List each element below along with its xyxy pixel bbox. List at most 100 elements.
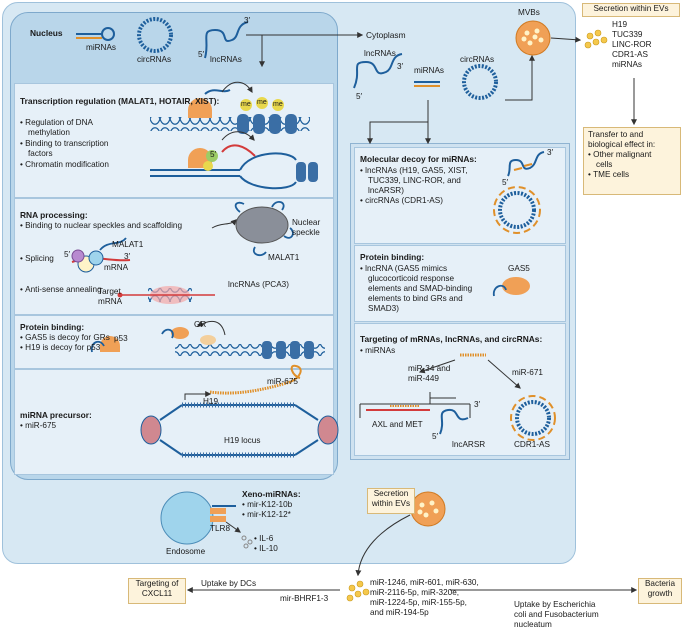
il6-label: IL-6 — [254, 534, 273, 544]
splicing-three-prime: 3′ — [124, 252, 131, 261]
panel-mirna-precursor — [14, 369, 334, 475]
rna-processing-bullet-2: Splicing — [20, 254, 54, 264]
mirna-precursor-title: miRNA precursor: — [20, 410, 92, 420]
endosome-icon — [160, 491, 214, 545]
transcription-bullet-1: Regulation of DNA — [20, 118, 93, 128]
pca3-label: lncRNAs (PCA3) — [228, 280, 289, 289]
nuclear-speckle-label-2: speckle — [292, 228, 320, 237]
cyto-protein-line-5: SMAD3) — [368, 304, 399, 313]
bottom-ev-cluster-icon — [346, 580, 370, 602]
transcription-bullet-2b: factors — [28, 149, 53, 158]
transfer-title-2: biological effect in: — [588, 140, 656, 149]
mir34-label-2: miR-449 — [408, 374, 439, 383]
malat1-label-speckle: MALAT1 — [268, 253, 300, 262]
cyto-lncrna-icon — [353, 53, 403, 89]
target-mrna-label-1: Target — [98, 287, 121, 296]
cyto-legend-three-prime: 3′ — [397, 62, 404, 71]
cyto-circrna-icon — [462, 64, 498, 100]
mvb-vesicle-icon — [515, 20, 551, 56]
p53-label: p53 — [114, 334, 128, 343]
me-label-1: me — [241, 101, 251, 108]
decoy-bullet-1b: TUC339, LINC-ROR, and — [368, 176, 461, 185]
transcription-graphics — [150, 81, 318, 190]
targeting-three-prime: 3′ — [474, 400, 481, 409]
nuclear-speckle-icon — [235, 206, 289, 244]
cdr1as-label: CDR1-AS — [514, 440, 550, 449]
targeting-bullet: miRNAs — [360, 346, 395, 356]
xeno-title: Xeno-miRNAs: — [242, 489, 301, 499]
targeting-title: Targeting of mRNAs, lncRNAs, and circRNA… — [360, 334, 543, 344]
decoy-title: Molecular decoy for miRNAs: — [360, 154, 477, 164]
decoy-graphics — [493, 151, 545, 234]
malat1-label-splicing: MALAT1 — [112, 240, 144, 249]
mirna-list-1: miR-1246, miR-601, miR-630, — [370, 578, 479, 587]
endosome-label: Endosome — [166, 547, 206, 556]
decoy-five-prime: 5′ — [502, 178, 509, 187]
cyto-legend-circrnas: circRNAs — [460, 55, 495, 64]
transfer-bullet-1: Other malignant — [584, 150, 680, 160]
xeno-bullet-1: mir-K12-10b — [242, 500, 292, 510]
transcription-bullet-3: Chromatin modification — [20, 160, 109, 170]
cyto-protein-line-3: elements and SMAD-binding — [368, 284, 473, 293]
mrna-label: mRNA — [104, 263, 129, 272]
panel-molecular-decoy — [354, 147, 566, 244]
uptake-bacteria-2: coli and Fusobacterium — [514, 610, 599, 619]
mirna-duplex-icon — [76, 27, 115, 41]
xeno-bullet-2: mir-K12-12* — [242, 510, 291, 520]
mirna-list-3: miR-1224-5p, miR-155-5p, — [370, 598, 467, 607]
il10-label: IL-10 — [254, 544, 278, 554]
lncrna-icon — [204, 21, 249, 59]
axl-met-label: AXL and MET — [372, 420, 423, 429]
ev-cargo-cdr1as: CDR1-AS — [612, 50, 648, 59]
panel-targeting — [354, 323, 566, 456]
mir675-label: miR-675 — [267, 377, 298, 386]
transcription-bullet-1b: methylation — [28, 128, 70, 137]
cyto-legend-lncrnas: lncRNAs — [364, 49, 396, 58]
transcription-title-1: Transcription regulation (MALAT1, HOTAIR… — [20, 96, 220, 106]
cyto-legend-five-prime: 5′ — [356, 92, 363, 101]
bacteria-growth-line-2: growth — [647, 589, 673, 598]
secretion-within-evs-box: Secretion within EVs — [582, 3, 680, 17]
transfer-bullet-2: TME cells — [584, 170, 680, 180]
decoy-bullet-2: circRNAs (CDR1-AS) — [360, 196, 443, 206]
rna-processing-title: RNA processing: — [20, 210, 88, 220]
cyto-legend-mirnas: miRNAs — [414, 66, 445, 75]
targeting-five-prime: 5′ — [432, 432, 439, 441]
transfer-bullet-1b: cells — [596, 160, 613, 169]
transfer-box: Transfer to and biological effect in: Ot… — [583, 127, 681, 195]
gas5-graphics — [492, 277, 530, 297]
uptake-bacteria-1: Uptake by Escherichia — [514, 600, 596, 609]
targeting-cxcl11-line-1: Targeting of — [135, 579, 179, 588]
target-mrna-label-2: mRNA — [98, 297, 123, 306]
mirna-list-4: and miR-194-5p — [370, 608, 429, 617]
protein-binding-bullet-1: GAS5 is decoy for GRs — [20, 333, 110, 343]
mir34-label-1: miR-34 and — [408, 364, 451, 373]
cytoplasm-label: Cytoplasm — [366, 30, 406, 40]
transcription-five-prime: 5′ — [210, 150, 217, 159]
h19-label: H19 — [203, 397, 219, 406]
mir-bhrf1-label: mir-BHRF1-3 — [280, 594, 329, 603]
panel-protein-binding-cytoplasm — [354, 245, 566, 322]
targeting-cxcl11-line-2: CXCL11 — [141, 589, 173, 598]
transfer-title-1: Transfer to and — [588, 130, 644, 139]
cyto-protein-line-2: glucocorticoid response — [368, 274, 455, 283]
cyto-protein-line-4: elements to bind GRs and — [368, 294, 463, 303]
me-label-3: me — [273, 101, 283, 108]
ev-cargo-mirnas: miRNAs — [612, 60, 643, 69]
decoy-three-prime: 3′ — [547, 148, 554, 157]
bacteria-growth-line-1: Bacteria — [644, 579, 676, 588]
gr-label: GR — [194, 320, 207, 329]
ev-cargo-linc-ror: LINC-ROR — [612, 40, 652, 49]
bottom-secretion-line-2: within EVs — [371, 499, 411, 508]
splicing-five-prime: 5′ — [64, 250, 71, 259]
gr-protein-icon — [171, 327, 189, 339]
ev-cargo-tuc339: TUC339 — [612, 30, 643, 39]
bacteria-growth-box: Bacteria growth — [638, 578, 682, 604]
targeting-cxcl11-box: Targeting of CXCL11 — [128, 578, 186, 604]
cyto-protein-title: Protein binding: — [360, 252, 425, 262]
p53-protein-icon — [100, 336, 120, 352]
protein-binding-nucleus-graphics — [90, 320, 325, 359]
circrna-icon — [137, 17, 173, 53]
transcription-bullet-2: Binding to transcription — [20, 139, 108, 149]
